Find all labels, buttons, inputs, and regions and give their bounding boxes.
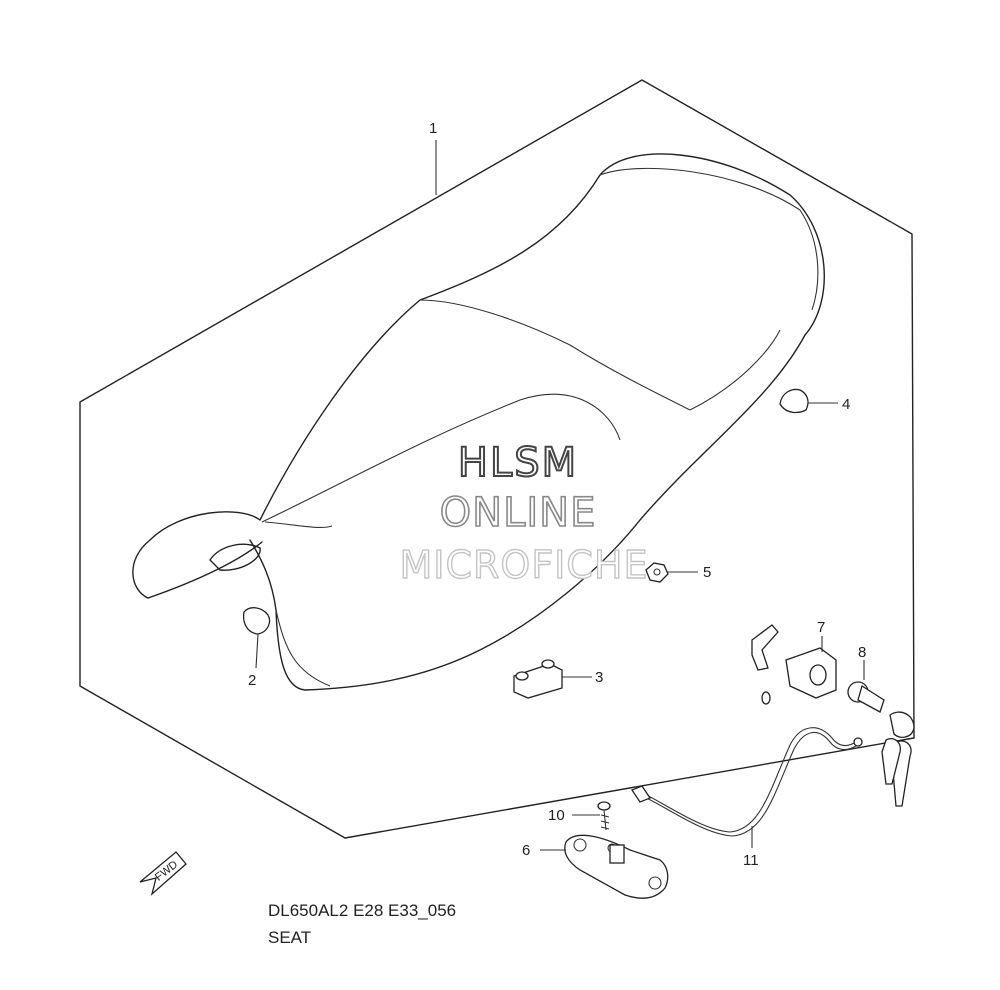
- callout-2: 2: [248, 672, 256, 689]
- diagram-code: DL650AL2 E28 E33_056: [268, 901, 457, 920]
- callout-11: 11: [743, 852, 759, 869]
- callout-10: 10: [548, 807, 565, 824]
- callout-7: 7: [817, 619, 825, 636]
- watermark-line-1: HLSM: [458, 440, 578, 486]
- part-7-lock-bracket: [751, 624, 837, 705]
- callout-6: 6: [522, 842, 530, 859]
- diagram-title: SEAT: [268, 928, 312, 947]
- part-6-bracket: [540, 834, 669, 899]
- callout-3: 3: [595, 669, 603, 686]
- watermark-line-3: MICROFICHE: [399, 543, 648, 587]
- part-2-cushion: [242, 607, 271, 669]
- part-4-cap: [779, 388, 838, 414]
- part-3-block: [513, 659, 592, 699]
- assembly-frame: [79, 79, 915, 839]
- callout-4: 4: [842, 396, 850, 413]
- fwd-arrow-icon: FWD: [139, 851, 187, 896]
- callout-1: 1: [429, 120, 437, 137]
- callout-5: 5: [703, 564, 711, 581]
- part-5-nut: [645, 562, 698, 583]
- watermark-line-2: ONLINE: [440, 490, 597, 536]
- seat: [132, 153, 825, 691]
- part-8-lock-set: [847, 660, 915, 807]
- part-11-cable: [631, 727, 863, 848]
- part-10-screw: [572, 801, 611, 831]
- callout-8: 8: [858, 644, 866, 661]
